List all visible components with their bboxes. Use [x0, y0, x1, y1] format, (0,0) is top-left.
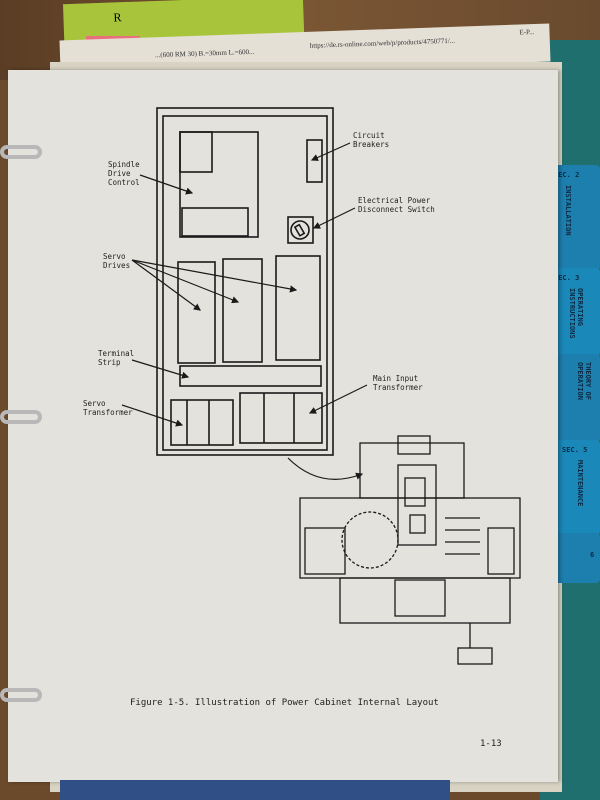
binder-ring: [0, 145, 42, 159]
tab-section-4[interactable]: THEORY OF OPERATION: [550, 354, 600, 442]
tab-sec: SEC. 5: [562, 446, 588, 454]
tab-label: MAINTENANCE: [576, 460, 584, 507]
label-servo-transformer: Servo Transformer: [83, 399, 133, 417]
tab-section-5[interactable]: SEC. 5 MAINTENANCE: [550, 440, 600, 535]
tab-section-6[interactable]: 6: [550, 533, 600, 583]
label-disconnect-switch: Electrical Power Disconnect Switch: [358, 196, 435, 214]
tab-sec: 6: [590, 551, 595, 559]
label-terminal-strip: Terminal Strip: [98, 349, 135, 367]
label-servo-drives: Servo Drives: [103, 252, 131, 270]
label-circuit-breakers: Circuit Breakers: [353, 131, 390, 149]
spindle-drive-box: [179, 131, 259, 238]
tab-label: OPERATING INSTRUCTIONS: [568, 288, 584, 339]
machine-top-view: [299, 435, 521, 665]
tab-label: THEORY OF OPERATION: [576, 362, 592, 400]
leader-arrows: [121, 142, 368, 480]
circuit-breaker-box: [306, 139, 323, 183]
label-spindle-drive-control: Spindle Drive Control: [108, 160, 140, 187]
figure-caption: Figure 1-5. Illustration of Power Cabine…: [130, 698, 439, 708]
page-number: 1-13: [480, 739, 502, 749]
servo-transformer-box: [170, 399, 234, 446]
label-main-input-transformer: Main Input Transformer: [373, 374, 423, 392]
servo-drive-boxes: [177, 255, 321, 364]
terminal-strip-box: [179, 365, 322, 387]
manual-page: [8, 70, 558, 782]
disconnect-switch: [287, 216, 314, 244]
tab-label: INSTALLATION: [564, 185, 572, 236]
binder-ring: [0, 410, 42, 424]
main-input-transformer-box: [239, 392, 323, 444]
tab-section-2[interactable]: SEC. 2 INSTALLATION: [550, 165, 600, 270]
tab-sec: SEC. 3: [554, 274, 580, 282]
binder-ring: [0, 688, 42, 702]
tab-sec: SEC. 2: [554, 171, 580, 179]
jeans-fabric: [60, 780, 450, 800]
tab-section-3[interactable]: SEC. 3 OPERATING INSTRUCTIONS: [550, 268, 600, 356]
